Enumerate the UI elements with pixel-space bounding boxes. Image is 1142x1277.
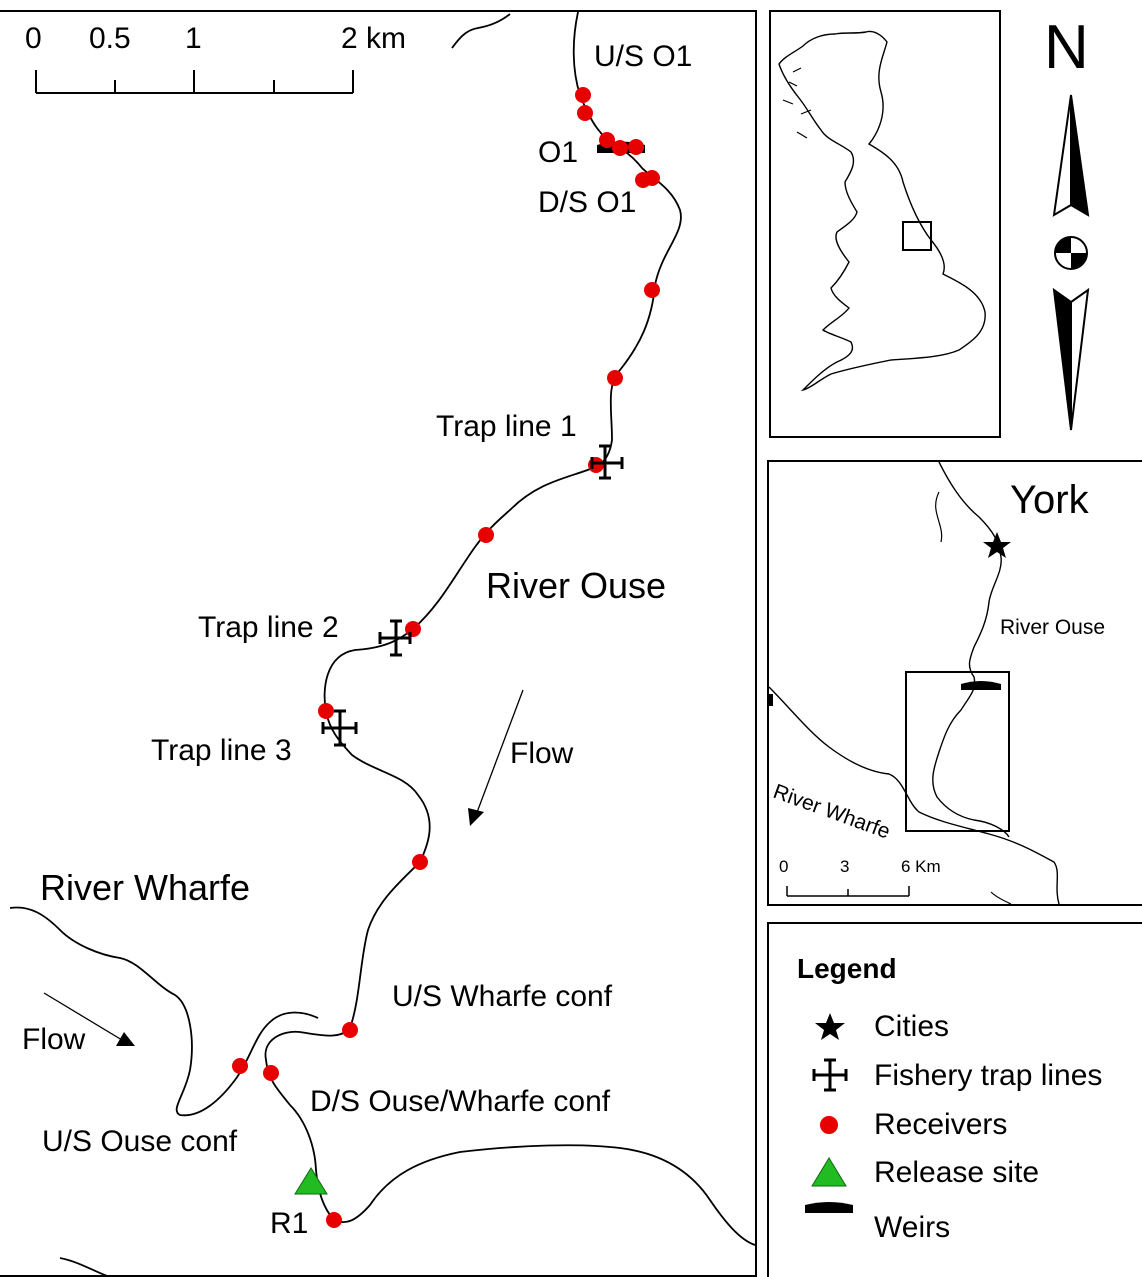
trap-line-3-marker bbox=[321, 709, 358, 747]
stream-bottom-left bbox=[59, 1257, 111, 1277]
north-letter: N bbox=[1044, 13, 1089, 82]
scale-tick-0-5: 0.5 bbox=[89, 22, 131, 55]
uk-outline-map bbox=[778, 30, 986, 392]
river-wharfe-line bbox=[9, 906, 319, 1117]
main-scale-bar bbox=[35, 70, 354, 94]
regional-inset-panel bbox=[767, 460, 1142, 906]
study-area-box-regional bbox=[905, 671, 1010, 832]
uk-inset-panel bbox=[769, 10, 1001, 438]
receiver bbox=[232, 1058, 248, 1074]
legend-item-receivers: Receivers bbox=[874, 1108, 1008, 1141]
legend-item-trap-lines: Fishery trap lines bbox=[874, 1059, 1103, 1092]
stream-top bbox=[451, 13, 511, 49]
receiver-icon bbox=[820, 1116, 838, 1134]
label-o1: O1 bbox=[538, 136, 579, 169]
regional-scale-tick-6km: 6 Km bbox=[901, 857, 941, 876]
regional-scale-tick-0: 0 bbox=[779, 857, 789, 876]
receiver bbox=[342, 1022, 358, 1038]
receiver bbox=[575, 87, 591, 103]
receiver bbox=[326, 1212, 342, 1228]
star-icon bbox=[815, 1013, 845, 1040]
label-r1: R1 bbox=[270, 1207, 309, 1240]
release-site-icon bbox=[811, 1157, 847, 1187]
weir-icon bbox=[805, 1202, 853, 1213]
label-us-ouse-conf: U/S Ouse conf bbox=[42, 1125, 238, 1158]
label-york: York bbox=[1010, 478, 1089, 522]
label-trap-line-1: Trap line 1 bbox=[436, 410, 577, 443]
receiver bbox=[478, 527, 494, 543]
flow-arrow-wharfe bbox=[43, 992, 135, 1046]
receiver bbox=[577, 105, 593, 121]
label-river-wharfe: River Wharfe bbox=[40, 867, 251, 908]
label-regional-river-ouse: River Ouse bbox=[1000, 616, 1106, 639]
receiver bbox=[607, 370, 623, 386]
label-trap-line-2: Trap line 2 bbox=[198, 611, 339, 644]
label-us-o1: U/S O1 bbox=[594, 40, 693, 73]
receiver bbox=[612, 140, 628, 156]
label-ds-ouse-wharfe-conf: D/S Ouse/Wharfe conf bbox=[310, 1085, 611, 1118]
flow-arrow-ouse bbox=[468, 689, 524, 826]
receiver bbox=[318, 703, 334, 719]
trap-line-1-marker bbox=[590, 444, 624, 480]
receiver bbox=[263, 1065, 279, 1081]
receiver bbox=[644, 282, 660, 298]
scale-tick-0: 0 bbox=[25, 22, 42, 55]
receiver bbox=[628, 139, 644, 155]
label-flow-ouse: Flow bbox=[510, 737, 574, 770]
receiver bbox=[644, 170, 660, 186]
regional-map bbox=[768, 461, 1060, 905]
regional-weir bbox=[961, 681, 1001, 690]
regional-scale-bar bbox=[786, 886, 910, 897]
label-river-ouse: River Ouse bbox=[486, 565, 667, 606]
label-flow-wharfe: Flow bbox=[22, 1023, 86, 1056]
release-site-r1 bbox=[294, 1167, 328, 1195]
receivers bbox=[232, 87, 660, 1228]
north-arrow bbox=[1052, 94, 1090, 431]
legend-item-release-site: Release site bbox=[874, 1156, 1040, 1189]
receiver bbox=[599, 132, 615, 148]
legend-panel bbox=[767, 922, 1142, 1277]
river-ouse-downstream bbox=[333, 1144, 756, 1246]
trap-line-2-marker bbox=[378, 619, 412, 657]
label-ds-o1: D/S O1 bbox=[538, 186, 637, 219]
regional-scale-tick-3: 3 bbox=[840, 857, 850, 876]
legend-title: Legend bbox=[797, 953, 897, 984]
study-area-box bbox=[902, 221, 932, 251]
legend-item-cities: Cities bbox=[874, 1010, 950, 1043]
trap-line-icon bbox=[812, 1058, 848, 1092]
label-trap-line-3: Trap line 3 bbox=[151, 734, 292, 767]
label-us-wharfe-conf: U/S Wharfe conf bbox=[392, 980, 613, 1013]
receiver bbox=[412, 854, 428, 870]
york-star-icon bbox=[983, 532, 1011, 558]
scale-tick-1: 1 bbox=[185, 22, 202, 55]
scale-tick-2km: 2 km bbox=[341, 22, 407, 55]
legend-item-weirs: Weirs bbox=[874, 1211, 951, 1244]
